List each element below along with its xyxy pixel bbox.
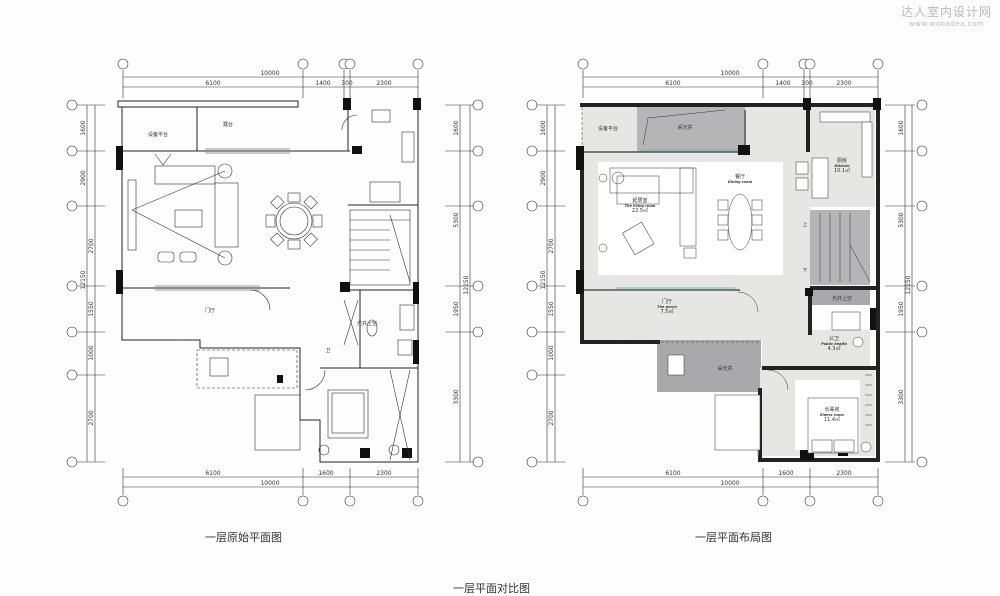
svg-text:2700: 2700 [548, 238, 555, 253]
room-label: 门厅 [205, 307, 215, 314]
svg-text:10000: 10000 [260, 70, 279, 77]
svg-text:12150: 12150 [80, 270, 87, 289]
svg-text:2300: 2300 [376, 80, 391, 87]
page-title: 一层平面对比图 [453, 582, 530, 595]
svg-text:11.4㎡: 11.4㎡ [824, 416, 840, 423]
svg-text:10.1㎡: 10.1㎡ [834, 167, 850, 174]
svg-text:3300: 3300 [898, 389, 905, 404]
room-label: 厨房 [837, 157, 847, 164]
svg-text:2700: 2700 [548, 410, 555, 425]
svg-text:12150: 12150 [540, 270, 547, 289]
svg-text:2900: 2900 [540, 170, 547, 185]
svg-text:2300: 2300 [836, 80, 851, 87]
svg-text:2900: 2900 [80, 170, 87, 185]
room-label: 餐厅 [735, 173, 745, 180]
svg-text:1000: 1000 [88, 345, 95, 360]
svg-text:10000: 10000 [260, 480, 279, 487]
svg-text:1600: 1600 [453, 120, 460, 135]
svg-text:The living room: The living room [625, 204, 656, 208]
room-label: 采光井 [717, 365, 732, 372]
svg-text:1550: 1550 [88, 301, 95, 316]
room-label: 卫 [325, 348, 330, 354]
svg-text:6100: 6100 [665, 80, 680, 87]
room-label: 长辈房 [824, 406, 839, 413]
room-label: 公卫 [829, 336, 839, 342]
layout-floor-plan: 10000 6100 1400 300 2300 6100 1600 2300 … [520, 50, 960, 520]
svg-text:2700: 2700 [88, 410, 95, 425]
svg-text:1600: 1600 [318, 470, 333, 477]
svg-text:2700: 2700 [88, 238, 95, 253]
room-label: 光井上空 [357, 320, 377, 327]
svg-text:12150: 12150 [463, 275, 470, 294]
svg-text:1950: 1950 [898, 301, 905, 316]
svg-text:1400: 1400 [315, 80, 330, 87]
svg-text:2300: 2300 [836, 470, 851, 477]
svg-text:The porch: The porch [657, 305, 677, 309]
svg-text:1600: 1600 [778, 470, 793, 477]
room-label: 起居室 [632, 197, 647, 204]
original-plan-caption: 一层原始平面图 [205, 531, 282, 544]
svg-text:1400: 1400 [775, 80, 790, 87]
svg-text:6100: 6100 [205, 470, 220, 477]
svg-text:6100: 6100 [665, 470, 680, 477]
room-label: 露台 [223, 121, 233, 128]
room-label: 设备平台 [148, 131, 168, 138]
svg-text:1000: 1000 [548, 345, 555, 360]
svg-text:4.3㎡: 4.3㎡ [828, 345, 841, 352]
room-label: 门厅 [662, 298, 672, 305]
layout-plan-caption: 一层平面布局图 [695, 531, 772, 544]
watermark-site-name: 达人室内设计网 [900, 5, 992, 19]
svg-text:22.5㎡: 22.5㎡ [632, 207, 648, 214]
svg-text:2300: 2300 [376, 470, 391, 477]
original-floor-plan: 10000 6100 1400 300 2300 6100 1600 2300 … [60, 50, 500, 520]
svg-text:1600: 1600 [540, 120, 547, 135]
room-label: 采光井 [677, 124, 692, 131]
svg-text:上: 上 [802, 221, 807, 228]
room-label: 设备平台 [598, 125, 618, 132]
svg-text:1550: 1550 [548, 301, 555, 316]
svg-text:10000: 10000 [720, 480, 739, 487]
svg-text:5300: 5300 [453, 212, 460, 227]
watermark-url: www.wonadea.com [908, 20, 985, 28]
svg-text:6100: 6100 [205, 80, 220, 87]
svg-text:1950: 1950 [453, 301, 460, 316]
svg-text:1600: 1600 [898, 120, 905, 135]
svg-text:Elders room: Elders room [820, 413, 844, 417]
svg-text:3300: 3300 [453, 389, 460, 404]
svg-text:下: 下 [802, 268, 807, 274]
svg-text:10000: 10000 [720, 70, 739, 77]
watermark: 达人室内设计网 www.wonadea.com [901, 3, 992, 28]
svg-text:Kitchen: Kitchen [834, 164, 850, 168]
room-label: 光井上空 [832, 295, 852, 302]
svg-text:12150: 12150 [905, 275, 912, 294]
svg-text:Dining room: Dining room [728, 180, 753, 184]
svg-text:300: 300 [801, 80, 813, 87]
svg-text:300: 300 [341, 80, 353, 87]
svg-text:Public health: Public health [821, 342, 847, 346]
svg-text:7.5㎡: 7.5㎡ [661, 308, 674, 315]
original-plan-drawing: 10000 6100 1400 300 2300 6100 1600 2300 … [66, 58, 484, 507]
layout-plan-drawing: 10000 6100 1400 300 2300 6100 1600 2300 … [526, 58, 928, 507]
svg-text:5300: 5300 [898, 212, 905, 227]
svg-text:1600: 1600 [80, 120, 87, 135]
